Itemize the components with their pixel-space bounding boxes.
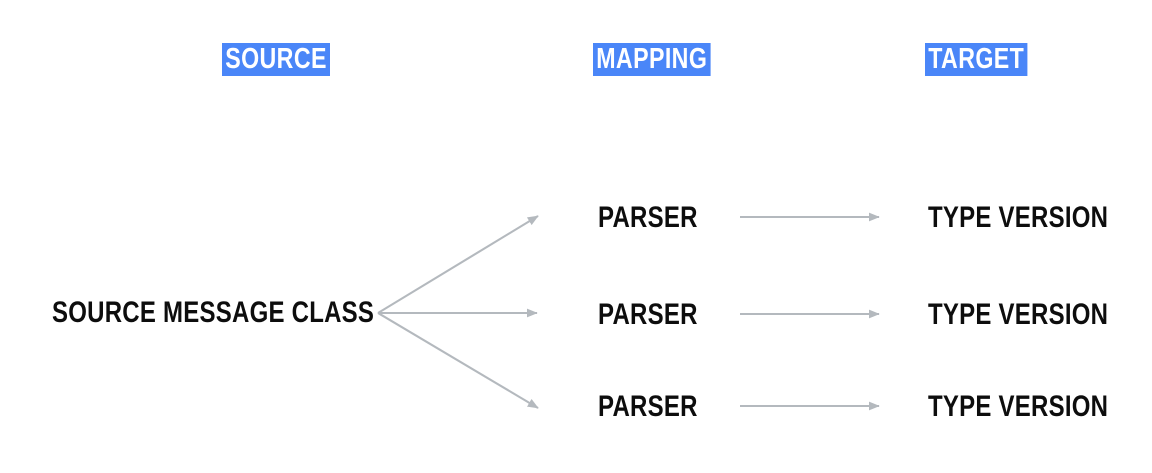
column-header-mapping: MAPPING [593,43,711,76]
node-source-message-class: SOURCE MESSAGE CLASS [52,296,375,329]
mapping-to-target-connector-group [740,212,880,411]
fanout-arrow-bottom [377,312,539,409]
column-header-target: TARGET [925,43,1028,76]
node-parser-0: PARSER [598,201,698,234]
fanout-connector-group [377,215,539,409]
node-type-version-2: TYPE VERSION [928,390,1109,423]
node-type-version-0: TYPE VERSION [928,201,1109,234]
column-header-source: SOURCE [222,43,331,76]
node-parser-2: PARSER [598,390,698,423]
node-type-version-1: TYPE VERSION [928,298,1109,331]
node-parser-1: PARSER [598,298,698,331]
fanout-arrow-top [377,215,539,314]
